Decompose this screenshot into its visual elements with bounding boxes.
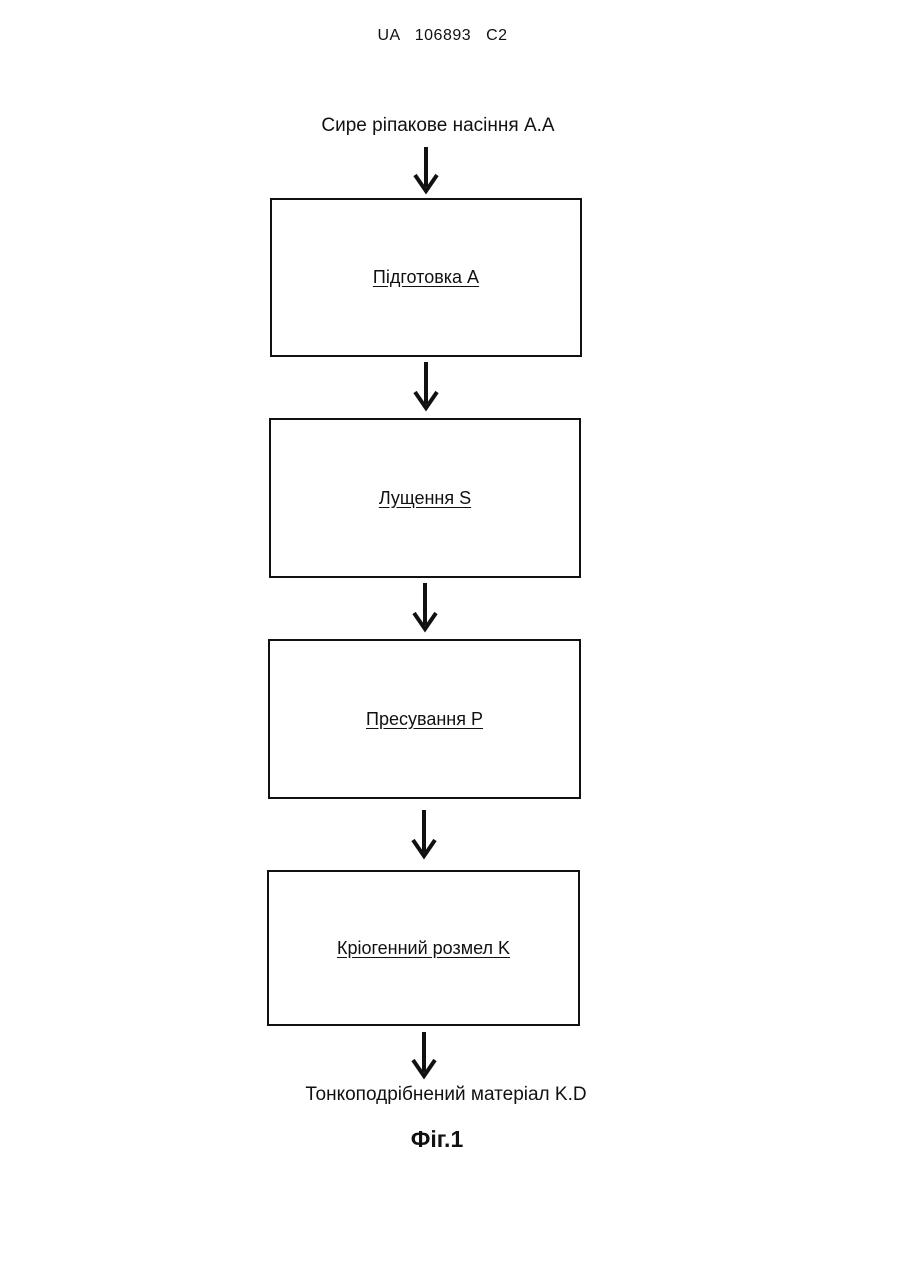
step-label: Пресування P — [366, 709, 483, 730]
arrow-down-icon — [409, 1032, 439, 1080]
figure-caption: Фіг.1 — [380, 1126, 494, 1153]
step-box-dehulling: Лущення S — [269, 418, 581, 578]
patent-header: UA 106893 C2 — [0, 27, 885, 45]
arrow-down-icon — [411, 362, 441, 412]
arrow-down-icon — [409, 810, 439, 860]
step-box-pressing: Пресування P — [268, 639, 581, 799]
input-label: Сире ріпакове насіння A.A — [300, 115, 576, 137]
step-label: Лущення S — [379, 488, 471, 509]
arrow-down-icon — [411, 147, 441, 195]
step-label: Кріогенний розмел K — [337, 938, 510, 959]
output-label: Тонкоподрібнений матеріал K.D — [278, 1084, 614, 1106]
step-box-preparation: Підготовка A — [270, 198, 582, 357]
step-label: Підготовка A — [373, 267, 479, 288]
step-box-cryogenic-milling: Кріогенний розмел K — [267, 870, 580, 1026]
arrow-down-icon — [410, 583, 440, 633]
